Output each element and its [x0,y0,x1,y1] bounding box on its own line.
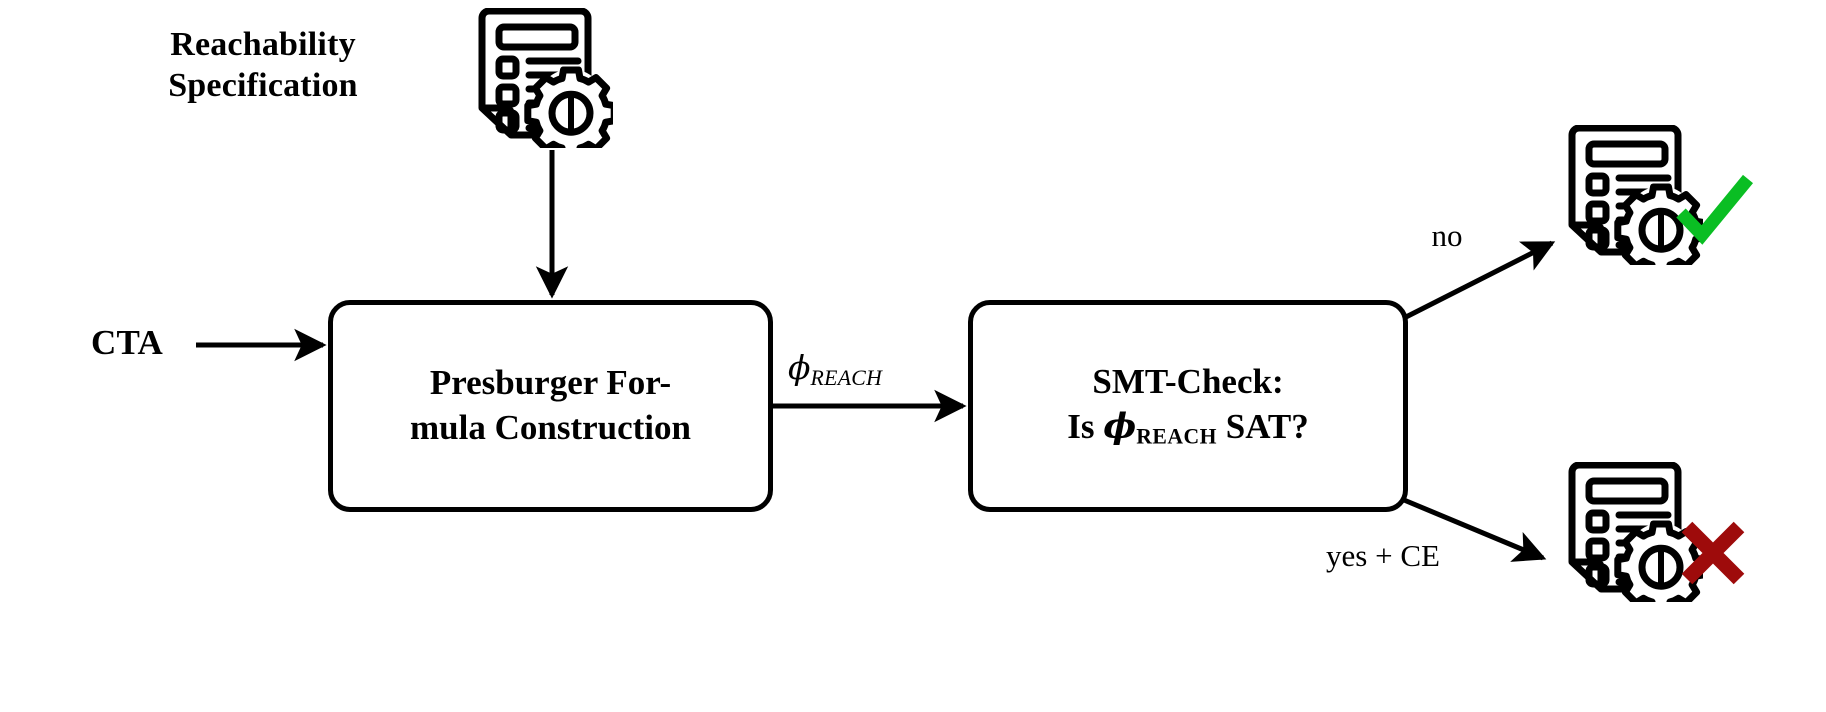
node-presburger-line-2: mula Construction [410,408,691,447]
edge-label-yes-ce: yes + CE [1326,538,1440,573]
smt-phi-glyph: ϕ [1103,406,1137,448]
smt-line2-prefix: Is [1067,407,1104,447]
reachability-specification-label: Reachability Specification [168,26,358,105]
phi-subscript: REACH [810,366,883,391]
cross-mark-icon [1680,520,1746,586]
node-smt-check-text: SMT-Check: Is ϕREACH SAT? [1053,360,1323,451]
node-smt-check-line-1: SMT-Check: [1092,362,1284,402]
smt-phi-subscript: REACH [1136,424,1218,449]
arrow-smt-to-unsafe [1403,497,1547,562]
edge-label-phi-reach: ϕREACH [788,348,882,391]
unsafe-document-gear-icon [1558,462,1703,602]
node-smt-check-line-2: Is ϕREACH SAT? [1067,405,1309,451]
phi-glyph: ϕ [788,348,811,387]
safe-document-gear-icon [1558,125,1703,265]
arrow-smt-to-safe [1402,240,1556,321]
check-mark-icon [1676,173,1754,245]
cta-label: CTA [91,323,163,362]
edge-label-no: no [1431,218,1463,253]
smt-line2-suffix: SAT? [1217,407,1309,447]
node-presburger-line-1: Presburger For- [429,363,672,403]
node-smt-check[interactable]: SMT-Check: Is ϕREACH SAT? [968,300,1408,512]
spec-document-gear-icon [468,8,613,148]
node-presburger-formula-construction[interactable]: Presburger For- mula Construction [328,300,773,512]
node-presburger-text: Presburger For- mula Construction [396,361,705,451]
